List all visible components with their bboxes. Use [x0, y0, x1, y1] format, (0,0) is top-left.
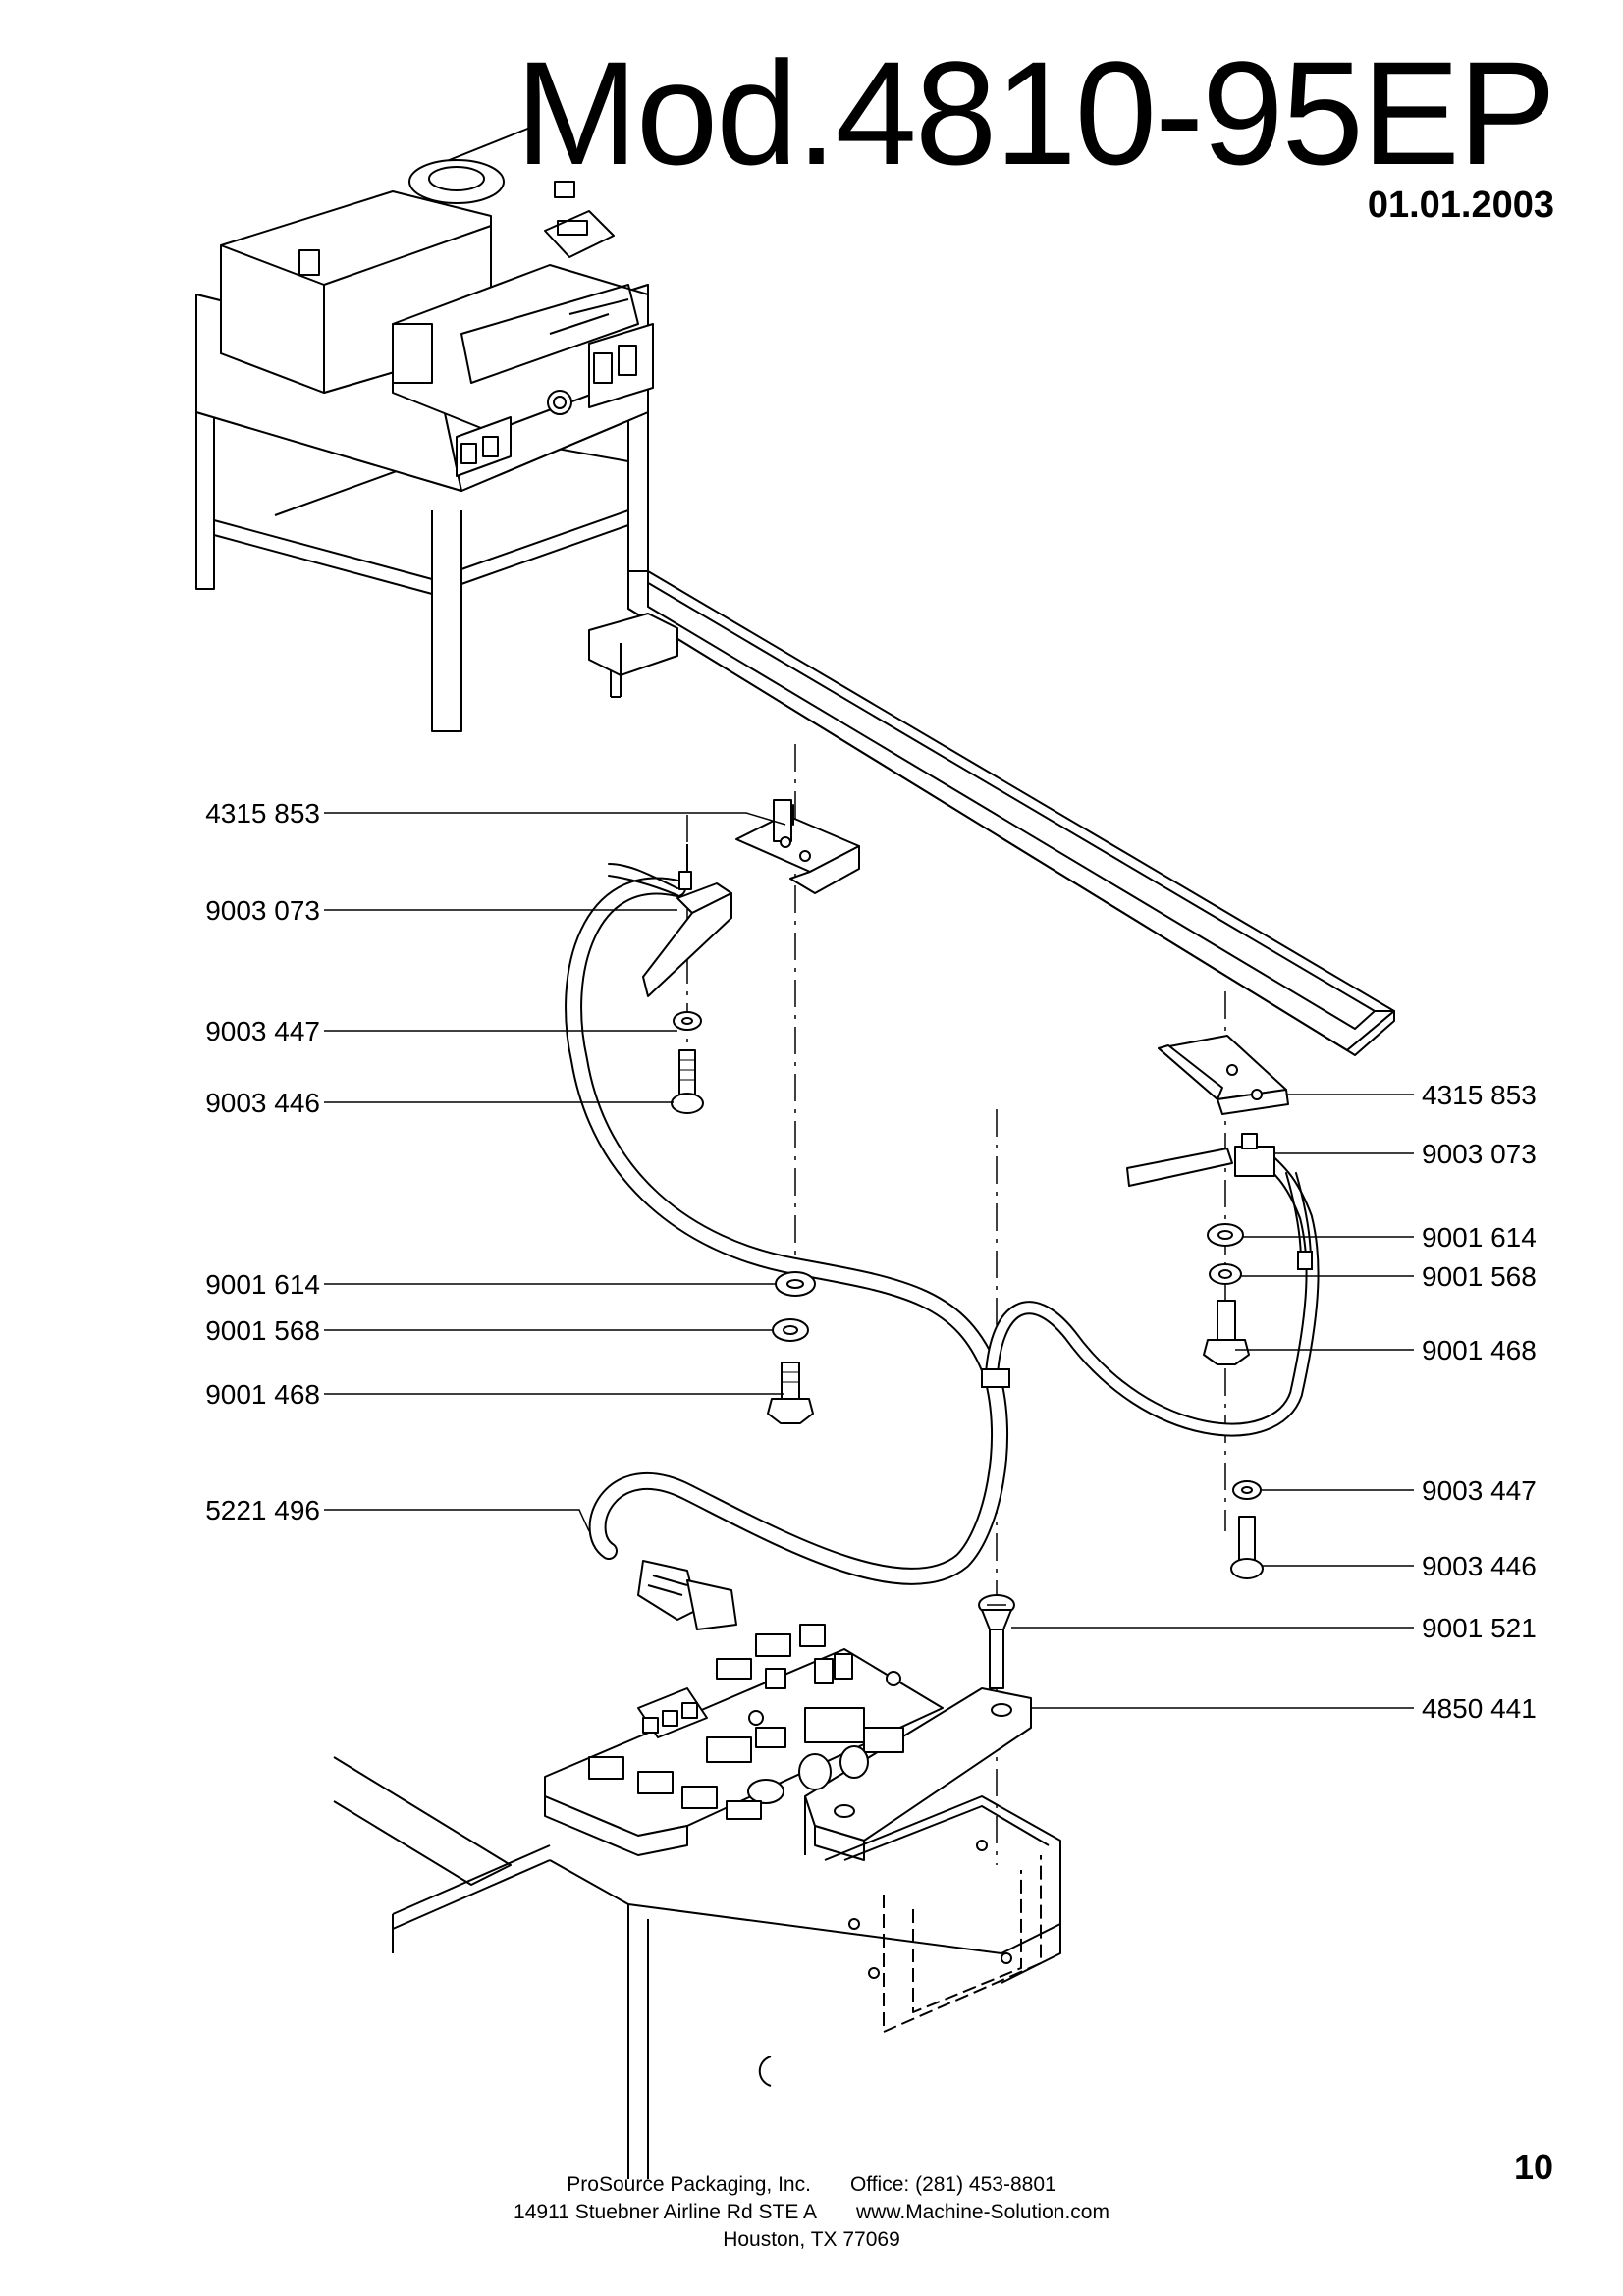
- sensor-cable-harness: [565, 863, 1320, 1585]
- callout-right-1: 4315 853: [1422, 1080, 1537, 1110]
- revision-date: 01.01.2003: [1367, 185, 1554, 226]
- callout-left-5: 9001 614: [205, 1269, 320, 1300]
- callout-left-2: 9003 073: [205, 895, 320, 926]
- right-sensor-assembly: [1126, 1035, 1289, 1579]
- callout-left-6: 9001 568: [205, 1315, 320, 1346]
- callout-right-3: 9001 614: [1422, 1222, 1537, 1253]
- footer-website: www.Machine-Solution.com: [856, 2201, 1109, 2223]
- model-title: Mod.4810-95EP: [514, 30, 1556, 195]
- machine-overview-illustration: [195, 127, 654, 732]
- callout-left-7: 9001 468: [205, 1379, 320, 1410]
- cable-connector-plug: [637, 1560, 737, 1630]
- machine-frame-outline: [333, 1756, 1061, 2179]
- callout-right-5: 9001 468: [1422, 1335, 1537, 1365]
- right-part-callouts: 4315 853 9003 073 9001 614 9001 568 9001…: [1422, 1080, 1537, 1724]
- footer-address: 14911 Stuebner Airline Rd STE A: [514, 2201, 818, 2223]
- left-sensor-assembly: [642, 799, 860, 1424]
- footer-city: Houston, TX 77069: [723, 2228, 900, 2251]
- callout-left-3: 9003 447: [205, 1016, 320, 1046]
- footer-office-phone: Office: (281) 453-8801: [849, 2173, 1056, 2196]
- callout-right-7: 9003 446: [1422, 1551, 1537, 1581]
- callout-right-6: 9003 447: [1422, 1475, 1537, 1506]
- callout-leader-lines: [324, 812, 1414, 1709]
- control-pcb-assembly: [544, 1594, 1032, 1861]
- callout-left-4: 9003 446: [205, 1088, 320, 1118]
- knife-bar-beam: [588, 570, 1395, 1056]
- callout-right-4: 9001 568: [1422, 1261, 1537, 1292]
- callout-right-2: 9003 073: [1422, 1139, 1537, 1169]
- callout-left-8: 5221 496: [205, 1495, 320, 1525]
- callout-left-1: 4315 853: [205, 798, 320, 828]
- callout-right-8: 9001 521: [1422, 1613, 1537, 1643]
- footer-company: ProSource Packaging, Inc.: [567, 2173, 811, 2196]
- callout-right-9: 4850 441: [1422, 1693, 1537, 1724]
- page-number: 10: [1514, 2147, 1554, 2187]
- left-part-callouts: 4315 853 9003 073 9003 447 9003 446 9001…: [205, 798, 320, 1525]
- page-footer: ProSource Packaging, Inc. Office: (281) 4…: [0, 2171, 1623, 2254]
